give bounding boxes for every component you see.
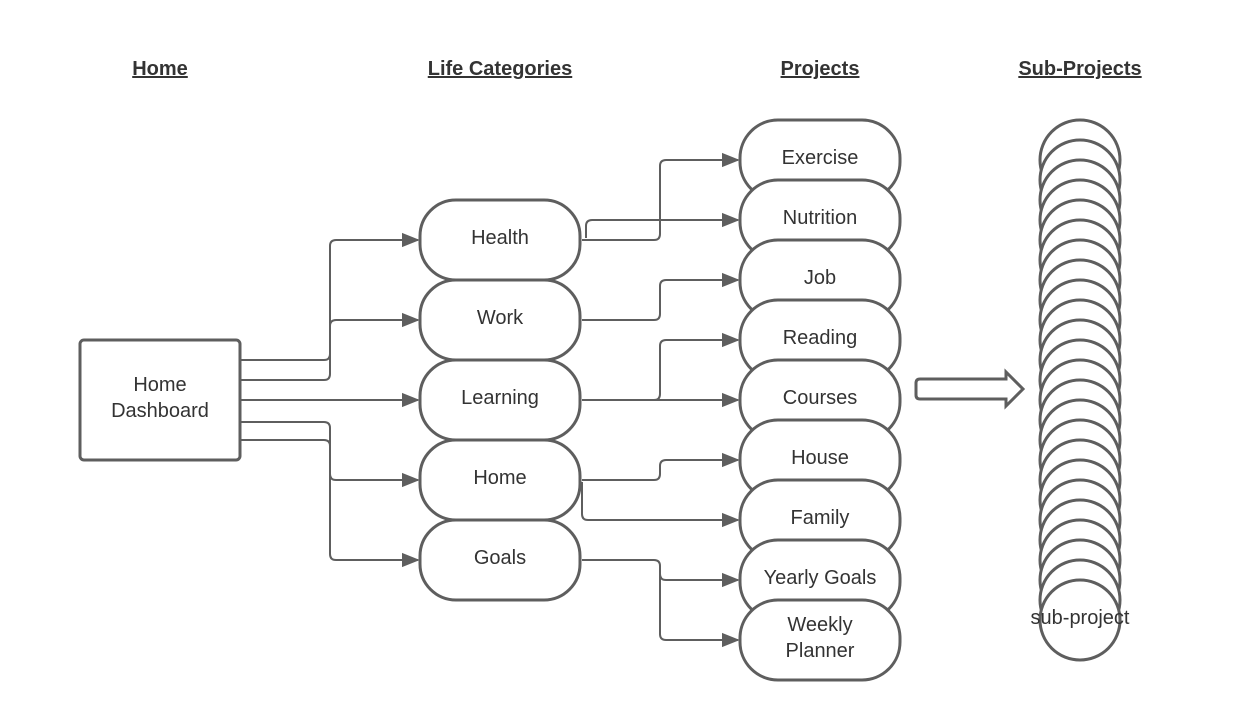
node-label: Courses [783, 387, 857, 409]
header-home: Home [132, 58, 188, 80]
node-label: Learning [461, 387, 539, 409]
node-label: Reading [783, 327, 858, 349]
edge-work-job [582, 272, 740, 321]
header-life-categories: Life Categories [428, 58, 572, 80]
edge-learning-reading [582, 332, 740, 401]
node-label: Weekly [787, 614, 852, 636]
node-label: House [791, 447, 849, 469]
subproject-stack[interactable] [1038, 118, 1122, 662]
header-projects: Projects [781, 58, 860, 80]
header-sub-projects: Sub-Projects [1018, 58, 1141, 80]
node-label: Yearly Goals [764, 567, 877, 589]
node-label: Work [477, 307, 524, 329]
subproject-label: sub-project [1031, 607, 1130, 629]
node-category-goals[interactable]: Goals [418, 518, 582, 602]
node-label: Job [804, 267, 836, 289]
subproject-circle[interactable] [1038, 578, 1122, 662]
category-edges [581, 152, 740, 648]
edge-home-house [582, 452, 740, 481]
home-edges [241, 232, 420, 568]
edge-home-family [581, 482, 740, 528]
node-label: Planner [786, 640, 855, 662]
node-home-dashboard[interactable]: Home Dashboard [78, 338, 242, 462]
node-label: Nutrition [783, 207, 857, 229]
node-category-home[interactable]: Home [418, 438, 582, 522]
edge-health-nutrition [585, 212, 740, 238]
node-category-health[interactable]: Health [418, 198, 582, 282]
node-label: Dashboard [111, 400, 209, 422]
node-label: Family [791, 507, 850, 529]
node-label: Goals [474, 547, 526, 569]
node-label: Health [471, 227, 529, 249]
edge-health-exercise [582, 152, 740, 241]
node-label: Home [473, 467, 526, 489]
edge-home-work [241, 312, 420, 381]
node-category-work[interactable]: Work [418, 278, 582, 362]
edge-goals-weekly [659, 570, 740, 648]
hollow-arrow-icon [914, 368, 1026, 410]
node-label: Exercise [782, 147, 859, 169]
node-category-learning[interactable]: Learning [418, 358, 582, 442]
node-label: Home [133, 374, 186, 396]
edge-home-health [241, 232, 420, 361]
edge-home-goals [241, 439, 420, 568]
